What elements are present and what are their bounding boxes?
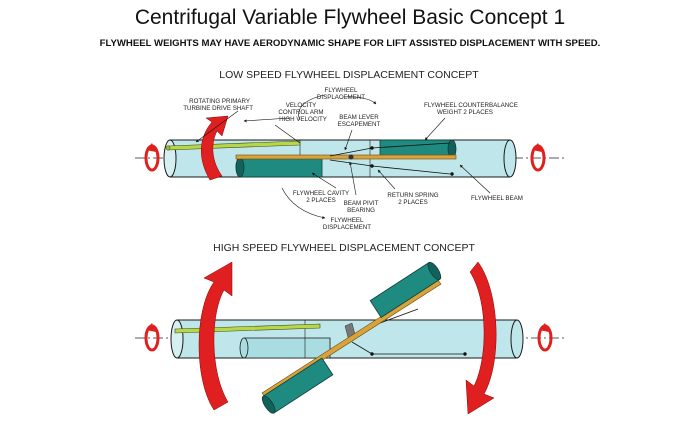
- high-speed-heading: HIGH SPEED FLYWHEEL DISPLACEMENT CONCEPT: [213, 242, 475, 254]
- high-rotation-arrow-left: [146, 323, 158, 350]
- leader-drive-shaft: [196, 111, 238, 142]
- low-beam-pivot-bearing: [349, 155, 354, 160]
- low-rotation-arrow-right: [532, 143, 544, 170]
- label-velocity-arm-3: HIGH VELOCITY: [279, 116, 327, 123]
- label-cavity-2: 2 PLACES: [306, 197, 336, 204]
- high-rotation-arrow-right: [539, 323, 551, 350]
- label-escapement-1: BEAM LEVER: [339, 114, 379, 121]
- label-escapement-2: ESCAPEMENT: [338, 121, 381, 128]
- low-rotation-arrow-left: [146, 143, 158, 170]
- label-drive-shaft-2: TURBINE DRIVE SHAFT: [183, 105, 253, 112]
- label-pivot-1: BEAM PIVIT: [344, 200, 379, 207]
- label-velocity-arm-2: CONTROL ARM: [278, 109, 323, 116]
- label-velocity-arm-1: VELOCITY: [286, 102, 317, 109]
- label-cavity-1: FLYWHEEL CAVITY: [293, 190, 349, 197]
- label-counterbalance-1: FLYWHEEL COUNTERBALANCE: [424, 102, 518, 109]
- leader-counterbalance: [425, 118, 445, 140]
- label-displacement-top-2: DISPLACEMENT: [317, 94, 365, 101]
- label-drive-shaft-1: ROTATING PRIMARY: [189, 98, 250, 105]
- low-flywheel-beam: [236, 155, 456, 159]
- low-speed-heading: LOW SPEED FLYWHEEL DISPLACEMENT CONCEPT: [219, 69, 479, 81]
- label-pivot-2: BEARING: [347, 207, 375, 214]
- label-spring-2: 2 PLACES: [398, 199, 428, 206]
- label-displacement-bottom-2: DISPLACEMENT: [323, 224, 371, 231]
- label-spring-1: RETURN SPRING: [387, 192, 438, 199]
- label-beam: FLYWHEEL BEAM: [471, 195, 523, 202]
- label-counterbalance-2: WEIGHT 2 PLACES: [437, 109, 493, 116]
- high-flywheel-weight-lower: [260, 358, 333, 415]
- low-flywheel-weight-left: [236, 158, 322, 177]
- label-displacement-top-1: FLYWHEEL: [325, 87, 358, 94]
- label-displacement-bottom-1: FLYWHEEL: [331, 217, 364, 224]
